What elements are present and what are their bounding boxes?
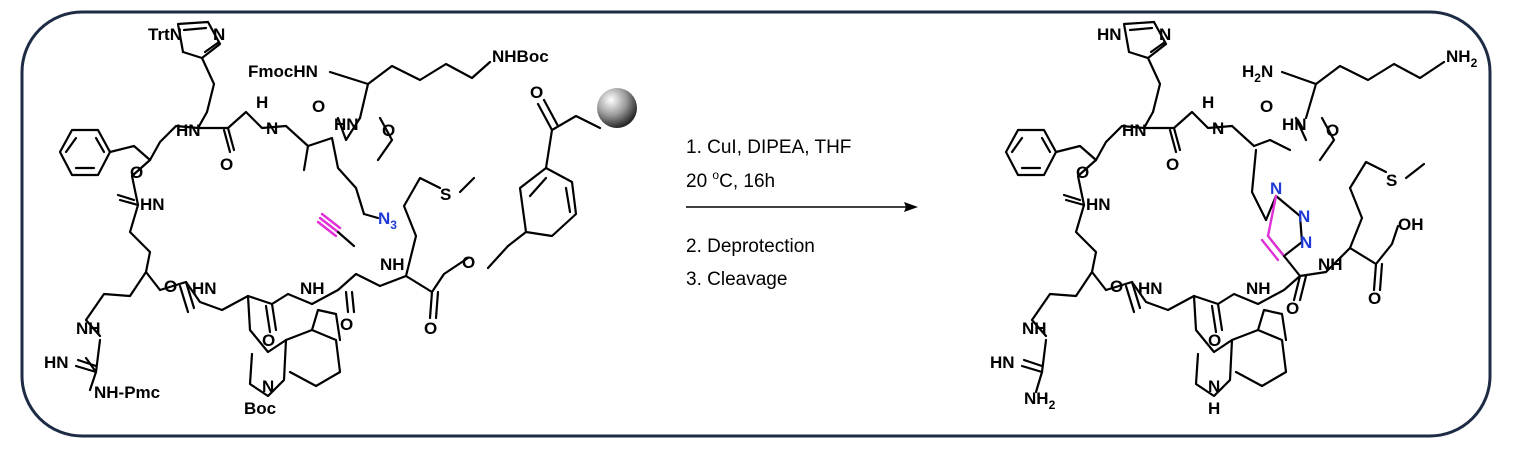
reactant-nh-label-1: NH [380, 255, 405, 274]
condition-step-2: 2. Deprotection [686, 236, 815, 257]
resin-bead-icon [597, 88, 637, 128]
reactant-tryptophan [246, 294, 342, 398]
product-o-label-2: O [1260, 97, 1273, 116]
reactant-arginine [74, 270, 148, 392]
product-arginine [1020, 270, 1094, 394]
product-h2n-label: H2N [1242, 62, 1273, 85]
reactant-indole-n-label: N [262, 377, 274, 396]
reactant-ketone-o-label: O [530, 83, 543, 102]
reactant-hn-label-1: HN [176, 121, 201, 140]
product-tryptophan [1192, 294, 1288, 398]
product-triazole: N N N [1260, 179, 1312, 278]
product-s-label: S [1386, 171, 1397, 190]
product-o-label-6: O [1110, 277, 1123, 296]
product-hn-label-3: HN [1086, 195, 1111, 214]
product-methionine [1292, 160, 1426, 302]
product-o-label-3: O [1326, 121, 1339, 140]
product-o-label-5: O [1368, 289, 1381, 308]
reactant-s-label: S [440, 185, 451, 204]
product-hn-guan-label: HN [990, 353, 1015, 372]
reactant-o-label-4: O [130, 163, 143, 182]
product-o-label-7: O [1208, 331, 1221, 350]
product-o-label-1: O [1166, 155, 1179, 174]
reaction-conditions: 1. CuI, DIPEA, THF 20 oC, 16h 2. Deprote… [686, 137, 918, 290]
reactant-methionine [402, 176, 476, 320]
product-nh-label-1: NH [1318, 255, 1343, 274]
reaction-arrowhead-icon [904, 202, 918, 212]
reactant-boc-label: Boc [244, 399, 276, 418]
reactant-hn-guan-label: HN [44, 353, 69, 372]
product-triazole-n2-label: N [1298, 207, 1310, 226]
condition-temperature-time: 20 oC, 16h [686, 168, 775, 192]
reactant-resin-linker [486, 98, 602, 270]
reactant-nh-pmc-label: NH-Pmc [94, 383, 160, 402]
product-backbone [1062, 110, 1336, 334]
product-structure: HN N H2N NH2 [990, 20, 1478, 418]
reactant-n-label-1: N [266, 119, 278, 138]
reactant-hn-label-4: HN [192, 279, 217, 298]
scheme-frame [20, 10, 1492, 438]
product-n-label-1: N [1212, 119, 1224, 138]
reactant-imidazole: TrtN N [148, 20, 225, 114]
product-hn-ring-label: HN [1097, 25, 1122, 44]
reactant-lysine: FmocHN NHBoc [248, 47, 549, 120]
reactant-o-label-7: O [262, 331, 275, 350]
product-indole-h-label: H [1208, 399, 1220, 418]
reactant-nh-label-3: NH [76, 319, 101, 338]
product-hn-label-4: HN [1138, 279, 1163, 298]
product-nh2-guan-label: NH2 [1024, 389, 1056, 412]
product-phenyl [1004, 128, 1098, 177]
reactant-alkyne [316, 212, 356, 248]
reactant-phenyl [58, 128, 152, 177]
reactant-hn-label-3: HN [140, 195, 165, 214]
reactant-o-label-5: O [462, 253, 475, 272]
product-nh2-end-label: NH2 [1446, 47, 1478, 70]
product-h-label: H [1202, 93, 1214, 112]
product-indole-n-label: N [1208, 377, 1220, 396]
product-triazole-n3-label: N [1300, 233, 1312, 252]
reactant-hn-label-2: HN [334, 115, 359, 134]
product-o-label-4: O [1076, 163, 1089, 182]
reactant-nhboc-label: NHBoc [492, 47, 549, 66]
condition-step-1: 1. CuI, DIPEA, THF [686, 137, 851, 158]
reactant-h-label: H [256, 93, 268, 112]
reactant-o-label-6: O [164, 277, 177, 296]
product-triazole-n1-label: N [1270, 179, 1282, 198]
reactant-o-label-2: O [312, 97, 325, 116]
reactant-trt-n-label: TrtN [148, 25, 182, 44]
product-hn-label-2: HN [1282, 115, 1307, 134]
reactant-backbone [116, 110, 408, 334]
product-hn-label-1: HN [1122, 121, 1147, 140]
product-lysine: H2N NH2 [1242, 47, 1478, 120]
product-oh-label: OH [1398, 215, 1424, 234]
product-nh-label-2: NH [1246, 279, 1271, 298]
product-imidazole: HN N [1097, 20, 1171, 114]
reactant-o-label-8: O [340, 315, 353, 334]
reactant-o-label-9: O [424, 319, 437, 338]
product-imidazole-n-label: N [1159, 25, 1171, 44]
reactant-o-label-3: O [382, 121, 395, 140]
reactant-imidazole-n-label: N [213, 25, 225, 44]
reactant-structure: TrtN N FmocHN NHBoc [44, 20, 637, 418]
condition-step-3: 3. Cleavage [686, 269, 787, 290]
product-o-label-8: O [1286, 299, 1299, 318]
reactant-nh-label-2: NH [300, 279, 325, 298]
product-nh-label-3: NH [1022, 319, 1047, 338]
reactant-azide-label: N3 [378, 209, 397, 232]
reactant-o-label-1: O [220, 155, 233, 174]
reactant-fmochn-label: FmocHN [248, 62, 318, 81]
